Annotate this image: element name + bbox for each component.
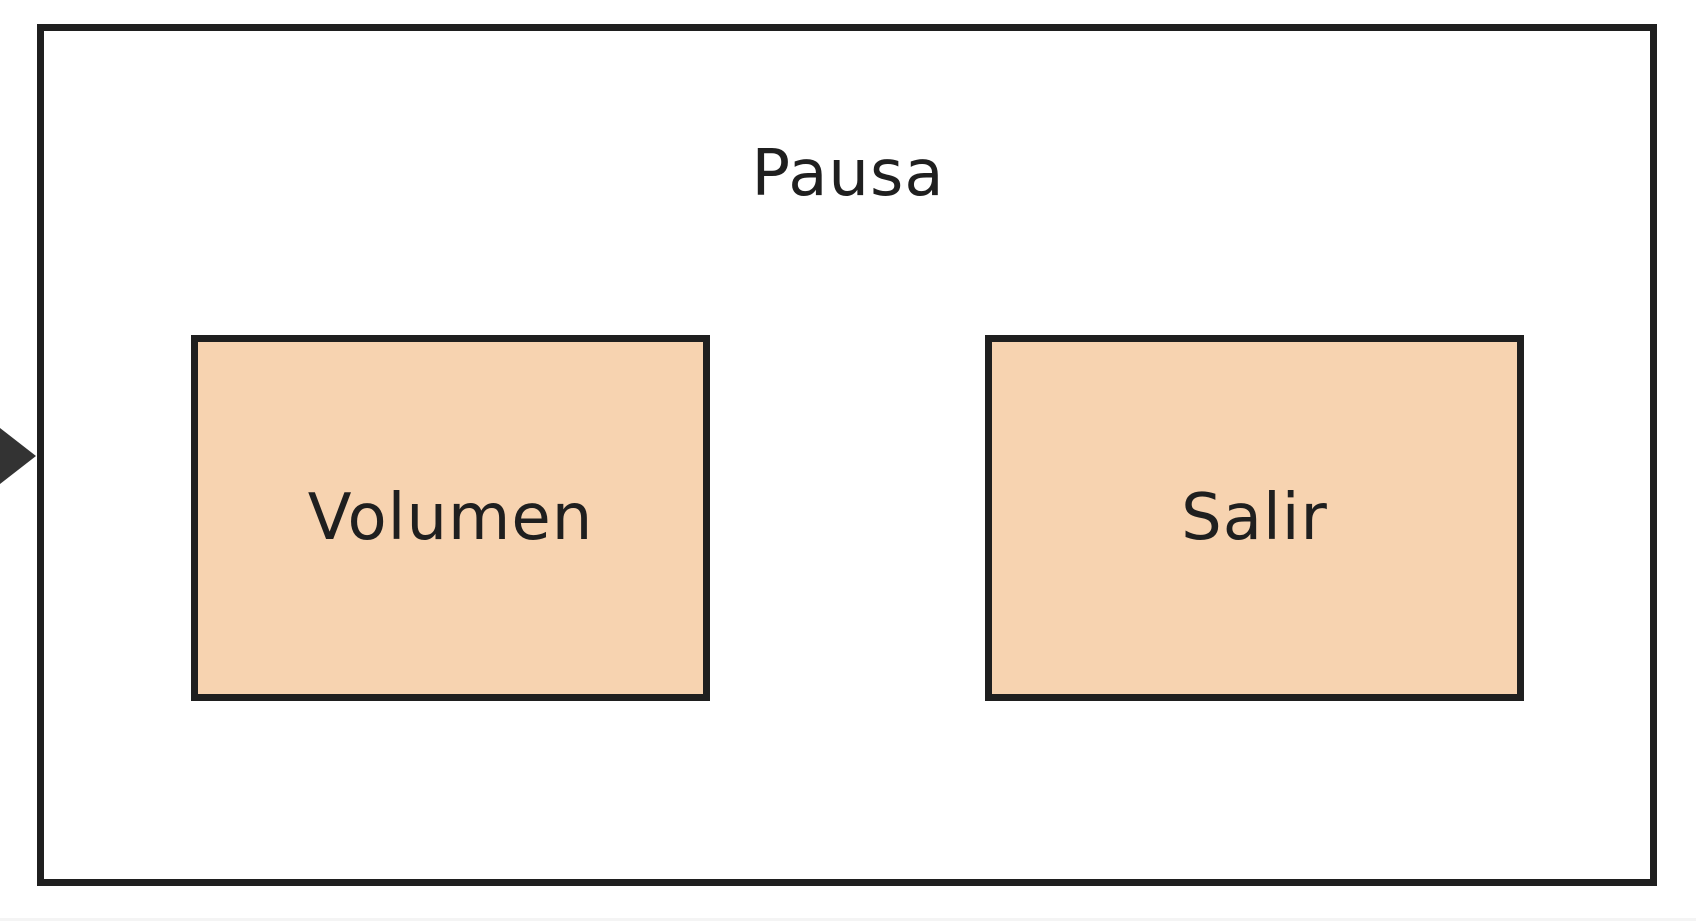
state-volumen[interactable]: Volumen xyxy=(191,335,710,701)
bottom-edge-strip xyxy=(0,918,1696,921)
state-volumen-label: Volumen xyxy=(307,481,594,555)
composite-state-title: Pausa xyxy=(751,137,945,211)
state-salir[interactable]: Salir xyxy=(985,335,1524,701)
incoming-transition-arrowhead xyxy=(0,428,36,484)
state-salir-label: Salir xyxy=(1181,481,1328,555)
